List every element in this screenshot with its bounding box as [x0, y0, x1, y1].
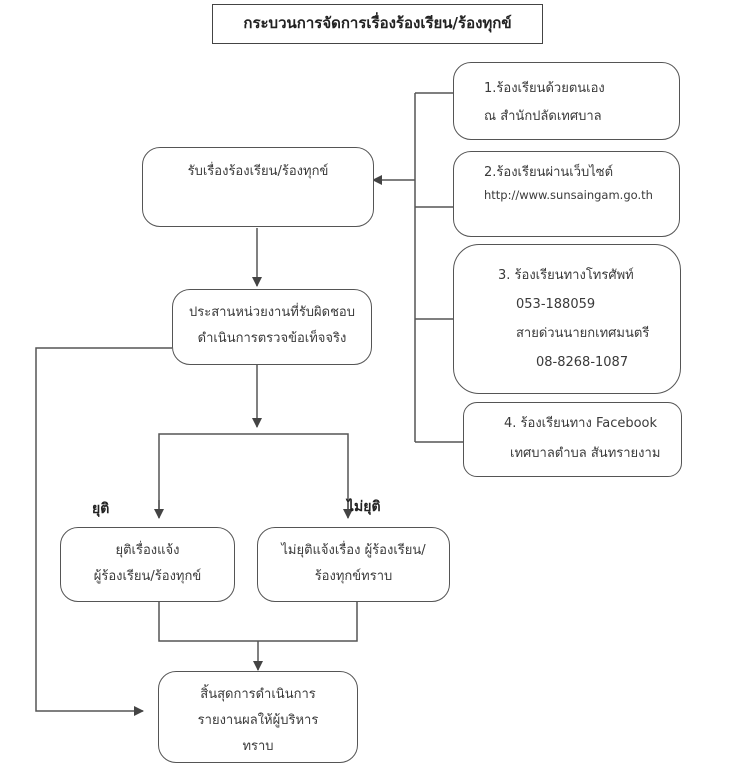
label-unresolved: ไม่ยุติ	[347, 499, 381, 515]
step-unresolved-box: ไม่ยุติแจ้งเรื่อง ผู้ร้องเรียน/ ร้องทุกข…	[257, 527, 450, 602]
channel-3-phone: 053-188059	[516, 297, 596, 312]
merge-bracket	[158, 601, 358, 642]
channel-box-walkin: 1.ร้องเรียนด้วยตนเอง ณ สำนักปลัดเทศบาล	[453, 62, 680, 140]
split-bracket	[158, 433, 349, 513]
channel-box-facebook: 4. ร้องเรียนทาง Facebook เทศบาลตำบล สันท…	[463, 402, 682, 477]
step-unresolved-line-2: ร้องทุกข์ทราบ	[314, 569, 393, 584]
step-end-box: สิ้นสุดการดำเนินการ รายงานผลให้ผู้บริหาร…	[158, 671, 358, 763]
page-title: กระบวนการจัดการเรื่องร้องเรียน/ร้องทุกข์	[212, 4, 543, 44]
channel-2-url: http://www.sunsaingam.go.th	[484, 188, 653, 202]
channel-1-line-2: ณ สำนักปลัดเทศบาล	[484, 109, 602, 124]
step-resolved-box: ยุติเรื่องแจ้ง ผู้ร้องเรียน/ร้องทุกข์	[60, 527, 235, 602]
step-end-line-3: ทราบ	[242, 739, 274, 754]
step-unresolved-line-1: ไม่ยุติแจ้งเรื่อง ผู้ร้องเรียน/	[281, 543, 426, 558]
channel-box-website: 2.ร้องเรียนผ่านเว็บไซต์ http://www.sunsa…	[453, 151, 680, 237]
step-coordinate-box: ประสานหน่วยงานที่รับผิดชอบ ดำเนินการตรวจ…	[172, 289, 372, 365]
step-receive-text: รับเรื่องร้องเรียน/ร้องทุกข์	[187, 164, 329, 179]
label-resolved: ยุติ	[92, 501, 110, 517]
channel-1-line-1: 1.ร้องเรียนด้วยตนเอง	[484, 81, 605, 96]
channel-4-line-2: เทศบาลตำบล สันทรายงาม	[510, 446, 661, 461]
return-line	[35, 347, 172, 716]
step-coordinate-line-1: ประสานหน่วยงานที่รับผิดชอบ	[189, 305, 355, 320]
step-end-line-2: รายงานผลให้ผู้บริหาร	[197, 713, 319, 728]
step-resolved-line-1: ยุติเรื่องแจ้ง	[115, 543, 180, 558]
channel-4-line-1: 4. ร้องเรียนทาง Facebook	[504, 416, 658, 431]
step-coordinate-line-2: ดำเนินการตรวจข้อเท็จจริง	[197, 331, 347, 346]
channel-3-hotline-number: 08-8268-1087	[536, 355, 629, 370]
channel-2-line-1: 2.ร้องเรียนผ่านเว็บไซต์	[484, 165, 614, 180]
channel-3-line-1: 3. ร้องเรียนทางโทรศัพท์	[498, 268, 634, 283]
step-receive-box: รับเรื่องร้องเรียน/ร้องทุกข์	[142, 147, 374, 227]
channel-box-phone: 3. ร้องเรียนทางโทรศัพท์ 053-188059 สายด่…	[453, 244, 681, 394]
channel-3-hotline-label: สายด่วนนายกเทศมนตรี	[516, 326, 650, 341]
step-end-line-1: สิ้นสุดการดำเนินการ	[200, 687, 316, 702]
step-resolved-line-2: ผู้ร้องเรียน/ร้องทุกข์	[93, 569, 202, 584]
